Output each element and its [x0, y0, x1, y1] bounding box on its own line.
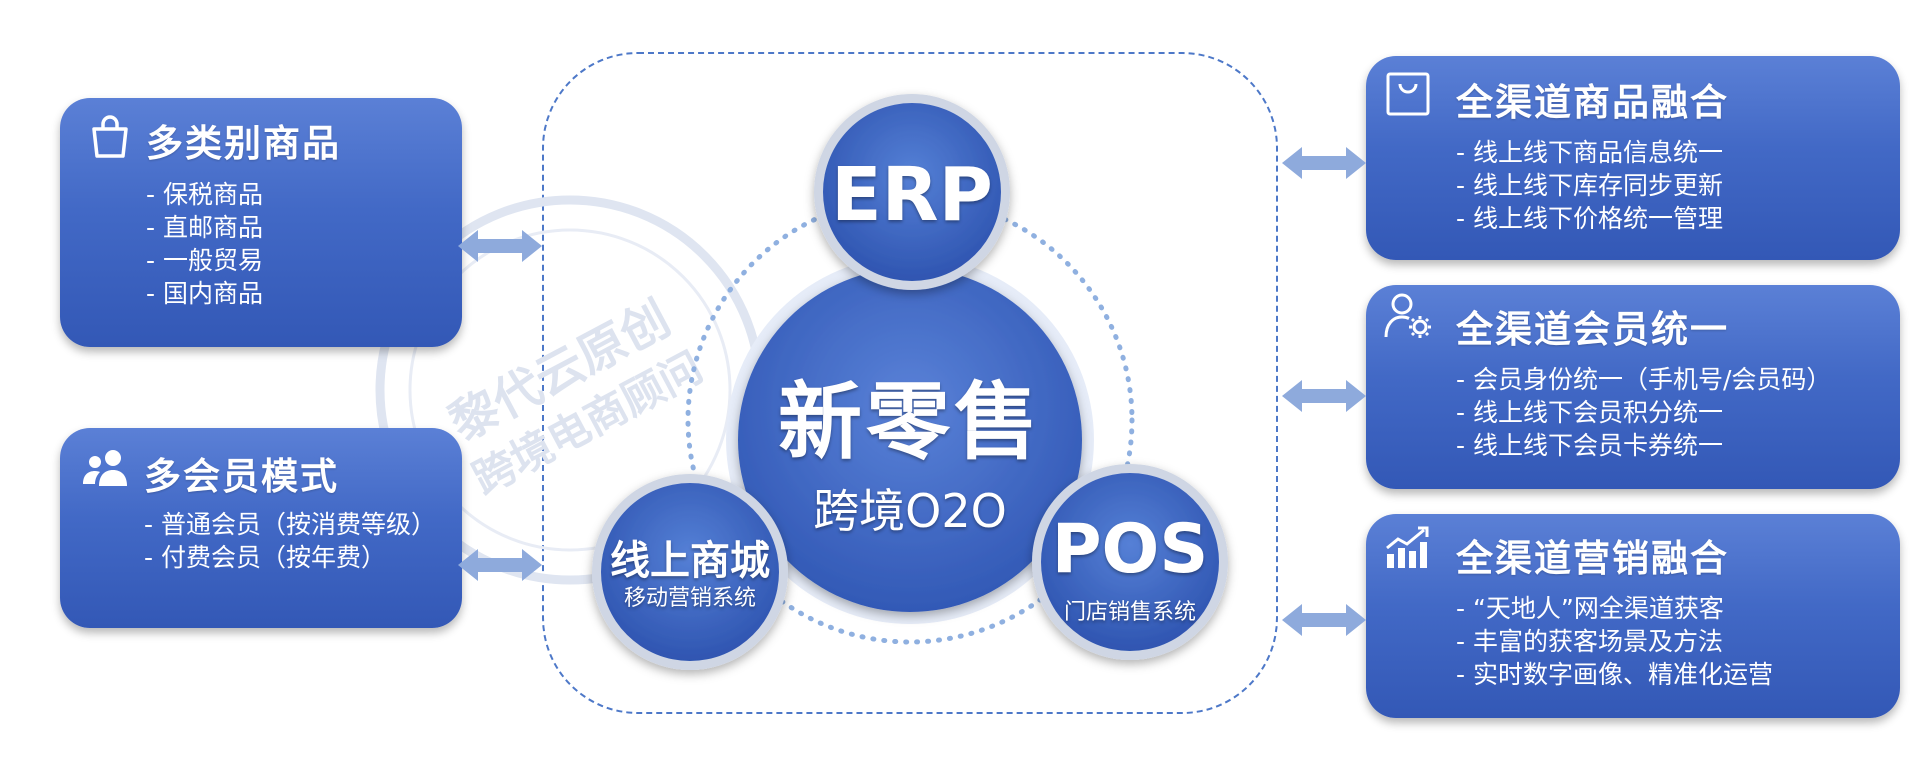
online-mall-circle: [592, 474, 788, 670]
double-arrow-icon: [458, 547, 542, 583]
list-item: 保税商品: [146, 178, 263, 211]
list-item: 实时数字画像、精准化运营: [1456, 658, 1773, 691]
users-icon: [82, 444, 130, 492]
list-item: 线上线下会员卡券统一: [1456, 429, 1831, 462]
list-item: 付费会员（按年费）: [144, 541, 436, 574]
card-multi-member-mode: 多会员模式 普通会员（按消费等级） 付费会员（按年费）: [60, 428, 462, 628]
card-item-list: 保税商品 直邮商品 一般贸易 国内商品: [146, 178, 263, 310]
list-item: “天地人”网全渠道获客: [1456, 592, 1773, 625]
list-item: 线上线下会员积分统一: [1456, 396, 1831, 429]
center-subtitle: 跨境O2O: [813, 484, 1007, 538]
card-title: 多类别商品: [146, 122, 341, 165]
list-item: 一般贸易: [146, 244, 263, 277]
card-title: 全渠道会员统一: [1456, 308, 1729, 351]
card-item-list: 会员身份统一（手机号/会员码） 线上线下会员积分统一 线上线下会员卡券统一: [1456, 363, 1831, 462]
online-mall-subtitle: 移动营销系统: [623, 586, 756, 611]
online-mall-title: 线上商城: [610, 538, 770, 584]
list-item: 会员身份统一（手机号/会员码）: [1456, 363, 1831, 396]
center-title: 新零售: [777, 373, 1042, 471]
list-item: 丰富的获客场景及方法: [1456, 625, 1773, 658]
card-title: 全渠道商品融合: [1456, 81, 1729, 124]
card-multi-category-goods: 多类别商品 保税商品 直邮商品 一般贸易 国内商品: [60, 98, 462, 347]
card-title: 全渠道营销融合: [1456, 537, 1729, 580]
card-title: 多会员模式: [144, 455, 339, 498]
pos-subtitle: 门店销售系统: [1063, 600, 1196, 625]
card-omnichannel-members: 全渠道会员统一 会员身份统一（手机号/会员码） 线上线下会员积分统一 线上线下会…: [1366, 285, 1900, 489]
list-item: 线上线下库存同步更新: [1456, 169, 1723, 202]
center-circle: [738, 268, 1082, 612]
list-item: 普通会员（按消费等级）: [144, 508, 436, 541]
list-item: 国内商品: [146, 277, 263, 310]
erp-label: ERP: [831, 152, 993, 238]
pos-circle: [1032, 464, 1228, 660]
shopping-bag-icon: [86, 112, 134, 160]
double-arrow-icon: [1282, 378, 1366, 414]
shopping-bag-outline-icon: [1384, 70, 1432, 118]
list-item: 线上线下价格统一管理: [1456, 202, 1723, 235]
double-arrow-icon: [1282, 145, 1366, 181]
pos-title: POS: [1051, 510, 1209, 589]
card-item-list: “天地人”网全渠道获客 丰富的获客场景及方法 实时数字画像、精准化运营: [1456, 592, 1773, 691]
user-gear-icon: [1384, 291, 1432, 339]
growth-chart-icon: [1384, 524, 1432, 572]
list-item: 直邮商品: [146, 211, 263, 244]
erp-circle: [814, 94, 1010, 290]
card-item-list: 线上线下商品信息统一 线上线下库存同步更新 线上线下价格统一管理: [1456, 136, 1723, 235]
card-item-list: 普通会员（按消费等级） 付费会员（按年费）: [144, 508, 436, 574]
double-arrow-icon: [1282, 602, 1366, 638]
card-omnichannel-goods: 全渠道商品融合 线上线下商品信息统一 线上线下库存同步更新 线上线下价格统一管理: [1366, 56, 1900, 260]
card-omnichannel-marketing: 全渠道营销融合 “天地人”网全渠道获客 丰富的获客场景及方法 实时数字画像、精准…: [1366, 514, 1900, 718]
list-item: 线上线下商品信息统一: [1456, 136, 1723, 169]
double-arrow-icon: [458, 228, 542, 264]
